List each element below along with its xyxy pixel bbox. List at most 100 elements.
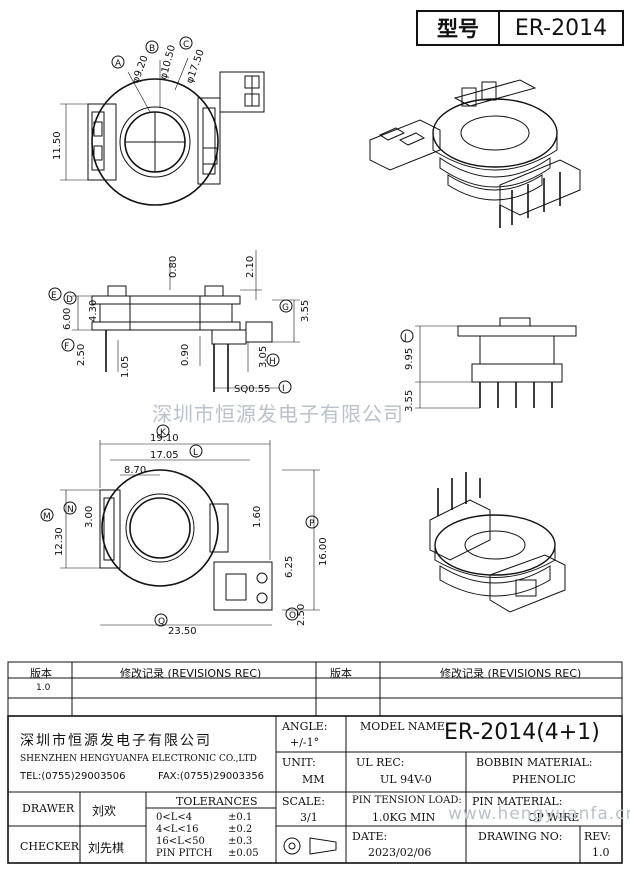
checker-value: 刘先棋 bbox=[88, 841, 125, 855]
tol-range-2: 4<L<16 bbox=[156, 824, 199, 835]
dim-2350: 23.50 bbox=[168, 626, 197, 637]
rev-value: 1.0 bbox=[592, 846, 610, 859]
dim-625: 6.25 bbox=[284, 556, 295, 578]
rev-col-record-1: 修改记录 (REVISIONS REC) bbox=[120, 667, 262, 680]
model-title: ER-2014 bbox=[514, 15, 608, 41]
angle-value: +/-1° bbox=[290, 736, 320, 749]
rev-row1-version: 1.0 bbox=[36, 683, 51, 693]
bobbin-label: BOBBIN MATERIAL: bbox=[476, 756, 593, 769]
pin-tension-value: 1.0KG MIN bbox=[372, 811, 436, 824]
dim-870: 8.70 bbox=[124, 465, 146, 476]
checker-label: CHECKER bbox=[20, 840, 79, 853]
dim-995: 9.95 bbox=[404, 348, 415, 370]
pin-tension-label: PIN TENSION LOAD: bbox=[352, 795, 462, 806]
tolerances-label: TOLERANCES bbox=[176, 795, 258, 808]
dim-355: 3.55 bbox=[300, 300, 311, 322]
dim-250-bottom: 2.50 bbox=[296, 604, 307, 626]
label-f: F bbox=[64, 342, 69, 352]
side-view bbox=[48, 250, 300, 394]
model-name-label: MODEL NAME: bbox=[360, 720, 449, 733]
label-a: A bbox=[115, 59, 122, 69]
dim-355-right: 3.55 bbox=[404, 390, 415, 412]
drawer-value: 刘欢 bbox=[92, 804, 117, 818]
watermark-url: www.hengyuanfa.cn bbox=[448, 804, 630, 824]
label-h: H bbox=[269, 357, 276, 367]
pin-material-value: CP WIRE bbox=[528, 811, 580, 824]
label-d: D bbox=[66, 295, 73, 305]
angle-label: ANGLE: bbox=[282, 720, 328, 733]
dim-1910: 19.10 bbox=[150, 433, 179, 444]
label-b: B bbox=[149, 44, 155, 54]
iso-view-top bbox=[369, 79, 581, 228]
label-g: G bbox=[282, 303, 289, 313]
tol-value-3: ±0.3 bbox=[228, 836, 253, 847]
dim-305: 3.05 bbox=[258, 346, 269, 368]
dim-600: 6.00 bbox=[62, 308, 73, 330]
label-p: P bbox=[309, 519, 315, 529]
tol-value-4: ±0.05 bbox=[228, 848, 259, 859]
dim-sq: SQ0.55 bbox=[234, 384, 270, 395]
label-n: N bbox=[67, 505, 74, 515]
tol-range-4: PIN PITCH bbox=[156, 848, 213, 859]
dim-090: 0.90 bbox=[180, 344, 191, 366]
watermark-company: 深圳市恒源发电子有限公司 bbox=[152, 402, 404, 426]
label-l: L bbox=[193, 448, 198, 458]
company-fax: FAX:(0755)29003356 bbox=[158, 771, 265, 782]
scale-value: 3/1 bbox=[300, 811, 318, 824]
technical-drawing: A B C φ9.20 φ10.50 φ17.50 11.50 bbox=[40, 36, 581, 637]
label-i: I bbox=[282, 384, 285, 394]
pin-material-label: PIN MATERIAL: bbox=[472, 795, 563, 808]
rev-label: REV: bbox=[584, 830, 611, 843]
label-c: C bbox=[183, 40, 189, 50]
label-m: M bbox=[43, 512, 51, 522]
company-name-cn: 深圳市恒源发电子有限公司 bbox=[20, 733, 212, 749]
dim-height: 11.50 bbox=[52, 131, 63, 160]
bobbin-circle-b bbox=[119, 106, 191, 178]
dim-250: 2.50 bbox=[76, 344, 87, 366]
scale-label: SCALE: bbox=[282, 795, 325, 808]
ul-rec-value: UL 94V-0 bbox=[380, 773, 432, 786]
date-value: 2023/02/06 bbox=[368, 846, 432, 859]
unit-value: MM bbox=[302, 773, 325, 786]
top-view bbox=[60, 36, 265, 206]
label-e: E bbox=[51, 291, 57, 301]
side-view-labels: E D F G H I 0.80 2.10 6.00 4.30 3.55 2.5… bbox=[51, 256, 311, 395]
type-label: 型号 bbox=[418, 12, 500, 44]
unit-label: UNIT: bbox=[282, 756, 316, 769]
dim-1600: 16.00 bbox=[318, 537, 329, 566]
date-label: DATE: bbox=[352, 830, 388, 843]
tol-range-3: 16<L<50 bbox=[156, 836, 205, 847]
dim-080: 0.80 bbox=[168, 256, 179, 278]
label-q: Q bbox=[158, 617, 165, 627]
right-view bbox=[400, 317, 577, 409]
dim-1705: 17.05 bbox=[150, 450, 179, 461]
company-name-en: SHENZHEN HENGYUANFA ELECTRONIC CO.,LTD bbox=[20, 754, 257, 764]
title-box: 型号 ER-2014 bbox=[416, 10, 624, 46]
dim-1230: 12.30 bbox=[54, 527, 65, 556]
bottom-view bbox=[40, 424, 320, 627]
bottom-view-labels: K L M N O P Q 19.10 17.05 8.70 3.00 12.3… bbox=[43, 428, 329, 637]
rev-col-version-2: 版本 bbox=[330, 667, 352, 680]
model-name-value: ER-2014(4+1) bbox=[444, 720, 600, 745]
bobbin-value: PHENOLIC bbox=[512, 773, 576, 786]
dim-300: 3.00 bbox=[84, 506, 95, 528]
drawing-no-label: DRAWING NO: bbox=[478, 830, 563, 843]
dim-160: 1.60 bbox=[252, 506, 263, 528]
tol-value-1: ±0.1 bbox=[228, 812, 253, 823]
label-o: O bbox=[289, 611, 296, 621]
tol-range-1: 0<L<4 bbox=[156, 812, 193, 823]
label-j: J bbox=[403, 333, 407, 343]
dim-210: 2.10 bbox=[245, 256, 256, 278]
rev-col-record-2: 修改记录 (REVISIONS REC) bbox=[440, 667, 582, 680]
dim-430: 4.30 bbox=[88, 300, 99, 322]
dim-105: 1.05 bbox=[120, 356, 131, 378]
company-tel: TEL:(0755)29003506 bbox=[20, 771, 126, 782]
iso-view-bottom bbox=[429, 472, 566, 613]
drawer-label: DRAWER bbox=[22, 802, 75, 815]
label-k: K bbox=[160, 428, 167, 438]
ul-rec-label: UL REC: bbox=[356, 756, 405, 769]
rev-col-version-1: 版本 bbox=[30, 667, 52, 680]
tol-value-2: ±0.2 bbox=[228, 824, 253, 835]
right-view-labels: J 9.95 3.55 bbox=[403, 333, 415, 412]
